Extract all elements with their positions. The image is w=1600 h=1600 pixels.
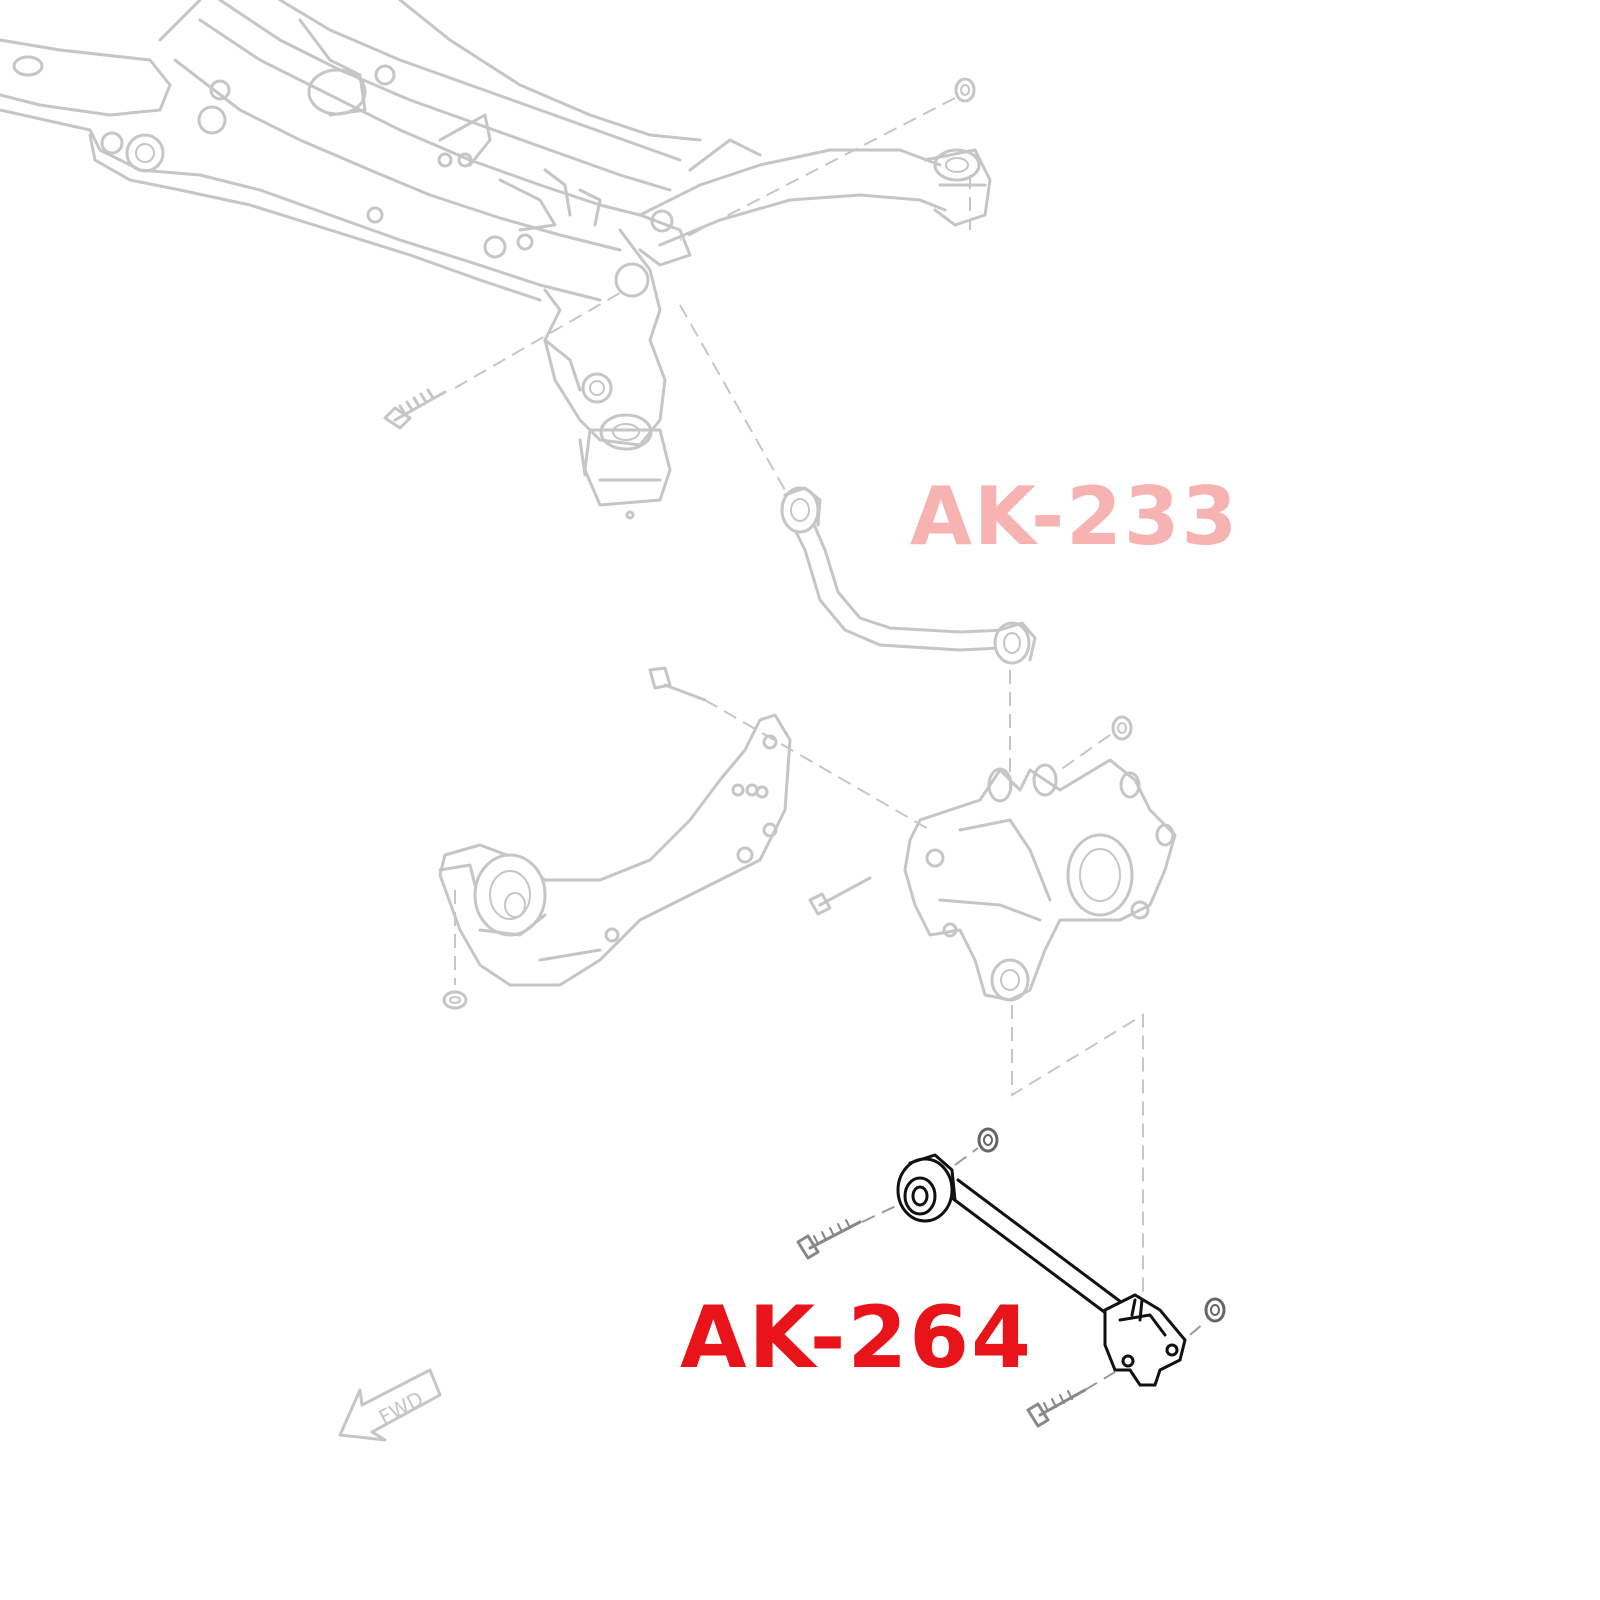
washer-icon	[977, 1127, 999, 1153]
trailing-arm-outline	[438, 713, 792, 987]
part-label-ak233: AK-233	[910, 470, 1240, 563]
upper-control-arm-outline	[780, 486, 1037, 665]
washer-icon	[1204, 1297, 1226, 1323]
toe-arm-highlighted	[896, 1153, 1187, 1387]
bolt-icon	[808, 876, 872, 916]
bolt-icon	[648, 666, 707, 702]
washer-icon	[442, 990, 468, 1010]
subframe-outline	[0, 0, 992, 520]
washer-icon	[954, 77, 976, 103]
bolt-icon	[1026, 1388, 1087, 1428]
bolt-icon	[383, 388, 447, 430]
washer-icon	[1111, 715, 1133, 741]
knuckle-outline	[903, 758, 1177, 1002]
fwd-arrow-icon: FWD	[338, 1368, 442, 1442]
part-label-ak264: AK-264	[680, 1288, 1033, 1388]
bolt-icon	[796, 1219, 862, 1260]
